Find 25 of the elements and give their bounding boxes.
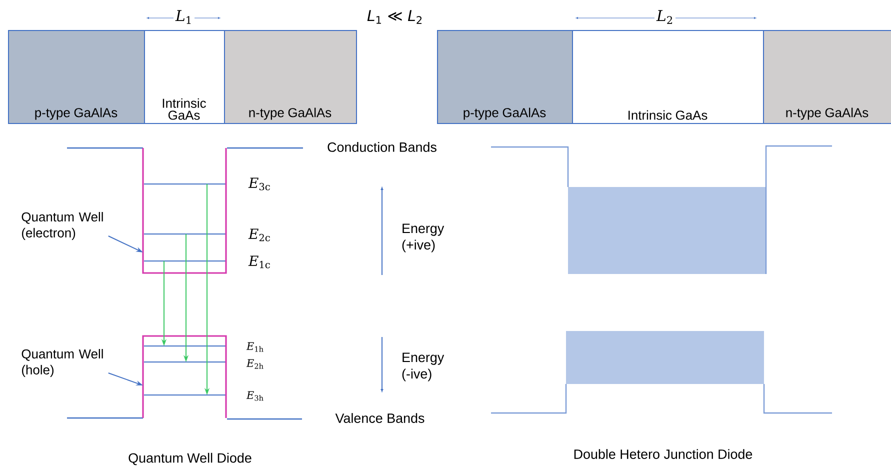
- level-label: E$_{2h}$: [246, 359, 264, 369]
- level-label: E$_{2c}$: [248, 228, 270, 242]
- length-label: L$_{1}$: [173, 8, 195, 26]
- relation-label: L$_{1}$ ≪ L$_{2}$: [364, 8, 426, 26]
- layer-box: p-type GaAlAs: [437, 30, 573, 124]
- layer-box: n-type GaAlAs: [763, 30, 891, 124]
- caption: Double Hetero Junction Diode: [574, 449, 752, 459]
- level-label: E$_{3h}$: [246, 391, 264, 401]
- level-label: E$_{1h}$: [246, 342, 264, 352]
- quantum-well: [142, 335, 227, 418]
- quantum-well: [142, 148, 227, 274]
- layer-box: p-type GaAlAs: [8, 30, 145, 124]
- callout-text: Quantum Well (hole): [22, 349, 103, 378]
- energy-label: Energy (-ive): [402, 352, 444, 382]
- level-label: E$_{1c}$: [248, 256, 270, 268]
- callout-text: Quantum Well (electron): [22, 212, 103, 240]
- band-label: Valence Bands: [335, 413, 424, 423]
- caption: Quantum Well Diode: [128, 452, 252, 466]
- energy-label: Energy (+ive): [402, 224, 444, 252]
- band-label: Conduction Bands: [328, 142, 436, 152]
- layer-box: Intrinsic GaAs: [572, 30, 764, 124]
- level-label: E$_{3c}$: [248, 178, 270, 190]
- layer-box: Intrinsic GaAs: [144, 30, 225, 124]
- layer-box: n-type GaAlAs: [224, 30, 357, 124]
- length-label: L$_{2}$: [654, 8, 676, 26]
